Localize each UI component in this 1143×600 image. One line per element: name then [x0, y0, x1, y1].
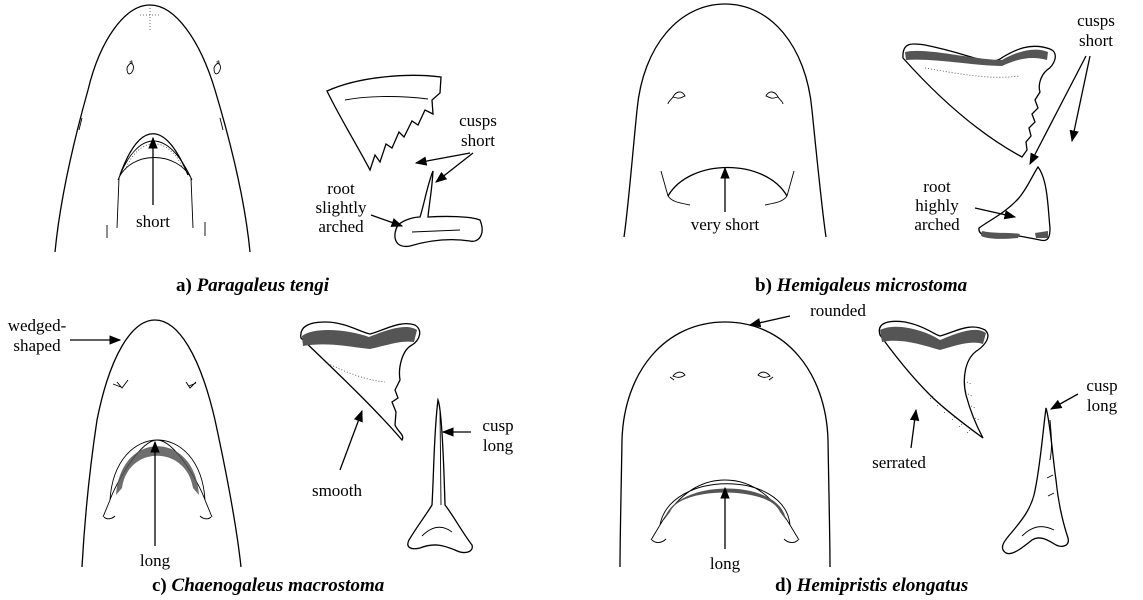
- head-label: long: [710, 554, 741, 573]
- smooth-arrow: [340, 411, 362, 470]
- tooth-label-1: cusps: [1077, 11, 1115, 30]
- head-label: short: [136, 212, 170, 231]
- root-label-1: root: [327, 179, 355, 198]
- root-label-3: arched: [318, 217, 364, 236]
- upper-tooth-chaenogaleus: [301, 322, 420, 440]
- tooth-label: serrated: [872, 453, 926, 472]
- snout-arrow: [750, 316, 790, 325]
- root-label-2: slightly: [315, 198, 367, 217]
- panel-letter-a: a): [176, 275, 192, 296]
- species-name-a: Paragaleus tengi: [196, 275, 330, 296]
- cusp-label-1: cusp: [482, 416, 513, 435]
- panel-letter-d: d): [775, 575, 792, 596]
- panel-letter-c: c): [152, 575, 167, 596]
- root-arrow: [975, 208, 1015, 217]
- panel-b: very short cusps short root highly arche…: [624, 4, 1115, 296]
- upper-tooth-paragaleus: [327, 75, 441, 170]
- lower-tooth-paragaleus: [395, 171, 482, 246]
- species-name-b: Hemigaleus microstoma: [776, 275, 968, 296]
- root-label-3: arched: [914, 215, 960, 234]
- lower-tooth-chaenogaleus: [408, 400, 472, 552]
- head-label: long: [140, 551, 171, 570]
- panel-caption-a: a) Paragaleus tengi: [176, 275, 330, 296]
- root-arrow: [371, 215, 402, 226]
- tooth-label-2: short: [1079, 31, 1113, 50]
- panel-d: long rounded serrated cusp long d) Hemip…: [620, 301, 1118, 596]
- cusp-label-1: cusp: [1086, 376, 1117, 395]
- cusp-arrow-lower: [436, 153, 473, 182]
- snout-label: rounded: [810, 301, 866, 320]
- root-label-2: highly: [915, 196, 959, 215]
- species-name-c: Chaenogaleus macrostoma: [172, 575, 385, 596]
- species-name-d: Hemipristis elongatus: [796, 575, 969, 596]
- snout-label-1: wedged-: [8, 316, 67, 335]
- head-label: very short: [691, 215, 760, 234]
- snout-label-2: shaped: [13, 336, 61, 355]
- cusp-arrow: [1051, 394, 1078, 409]
- lower-tooth-hemigaleus: [979, 167, 1050, 241]
- tooth-label: smooth: [312, 481, 363, 500]
- upper-tooth-hemipristis: [879, 321, 988, 438]
- root-label-1: root: [923, 177, 951, 196]
- tooth-label-1: cusps: [459, 111, 497, 130]
- panel-caption-d: d) Hemipristis elongatus: [775, 575, 968, 596]
- serrated-arrow: [911, 410, 916, 448]
- panel-a: short cusps short root slightly arched a…: [55, 5, 497, 296]
- panel-c: long wedged- shaped smooth cusp long c) …: [8, 316, 514, 596]
- cusp-arrow-lower: [1072, 56, 1090, 141]
- head-outline-chaenogaleus: [82, 320, 241, 567]
- cusp-label-2: long: [483, 436, 514, 455]
- lower-tooth-hemipristis: [1002, 408, 1068, 554]
- upper-tooth-hemigaleus: [903, 44, 1055, 157]
- cusp-arrow-upper: [1030, 56, 1086, 164]
- panel-caption-c: c) Chaenogaleus macrostoma: [152, 575, 385, 596]
- tooth-label-2: short: [461, 131, 495, 150]
- panel-letter-b: b): [755, 275, 772, 296]
- panel-caption-b: b) Hemigaleus microstoma: [755, 275, 968, 296]
- cusp-label-2: long: [1087, 396, 1118, 415]
